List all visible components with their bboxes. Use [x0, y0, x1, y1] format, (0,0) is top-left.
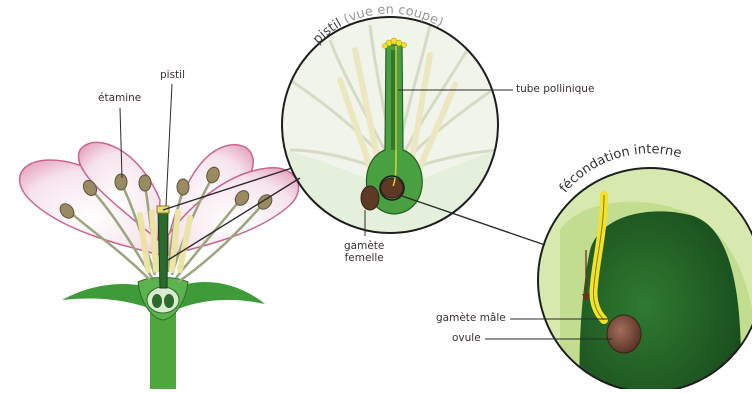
label-ovule: ovule — [452, 332, 481, 344]
label-tube-pollinique: tube pollinique — [516, 83, 594, 95]
fec-ovule — [607, 315, 641, 353]
section-ovule-left — [361, 186, 379, 210]
label-pistil: pistil — [160, 69, 185, 81]
fecondation-circle: fécondation interne — [538, 142, 752, 389]
flower-ovule-right — [164, 294, 174, 308]
flower-ovule-left — [152, 294, 162, 308]
anther — [139, 175, 151, 191]
anther — [177, 179, 189, 195]
label-etamine: étamine — [98, 92, 141, 104]
flower-ovary — [147, 287, 179, 313]
flower-pistil-style — [158, 212, 168, 288]
label-gamete-male: gamète mâle — [436, 312, 506, 324]
section-ovule-right — [381, 178, 403, 198]
anther — [115, 174, 127, 190]
pistil-section-circle: pistil(vue en coupe) — [282, 3, 500, 240]
label-gamete-femelle: gamète femelle — [344, 240, 384, 264]
